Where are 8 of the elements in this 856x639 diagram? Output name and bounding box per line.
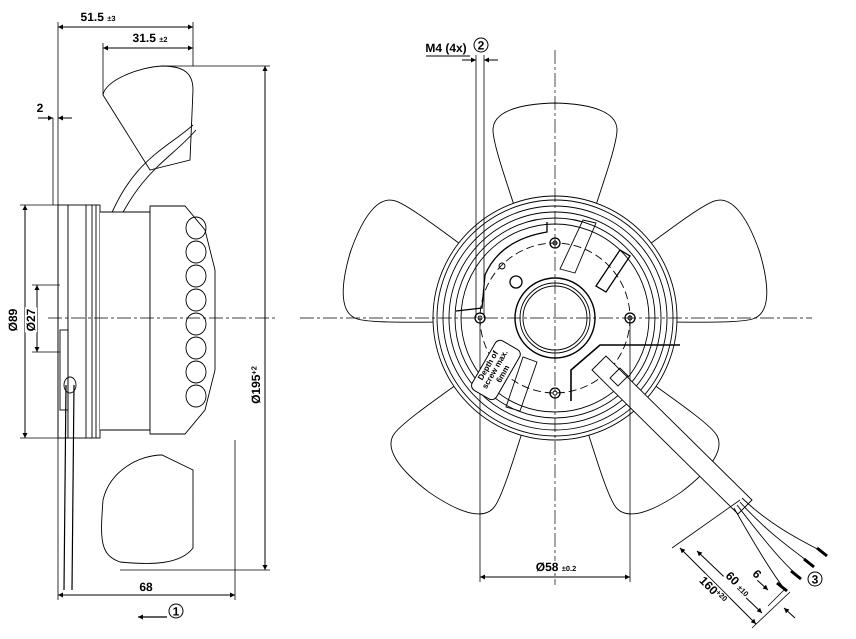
callout-number: 1 <box>168 604 184 618</box>
dimension-text: M4 (4x) <box>424 42 468 54</box>
dimension-text: Ø89 <box>7 308 19 332</box>
dimension-text: Ø27 <box>25 308 37 332</box>
dimension-text: 68 <box>138 581 154 593</box>
callout-number: 3 <box>808 572 822 586</box>
dimension-text: 2 <box>36 102 44 114</box>
callout-number: 2 <box>474 38 488 52</box>
